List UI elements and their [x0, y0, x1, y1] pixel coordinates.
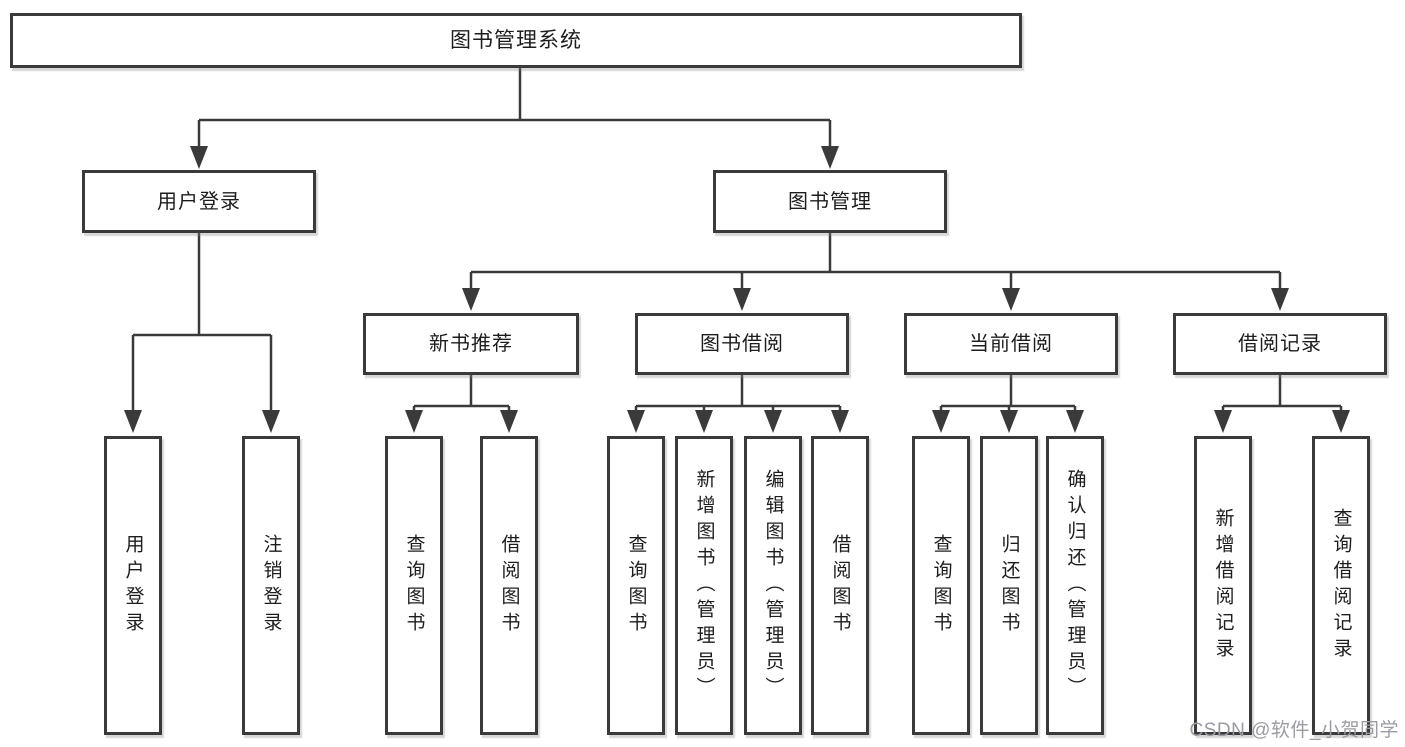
leaf-add-borrow-record: 新增借阅记录: [1194, 436, 1252, 735]
leaf-borrow-books: 借阅图书: [480, 436, 538, 735]
node-book-borrowing: 图书借阅: [635, 313, 849, 375]
node-label: 归还图书: [998, 533, 1020, 638]
node-label: 用户登录: [122, 533, 144, 638]
leaf-query-books: 查询图书: [607, 436, 665, 735]
leaf-add-book-admin: 新增图书（管理员）: [675, 436, 733, 735]
leaf-query-books: 查询图书: [385, 436, 443, 735]
node-label: 用户登录: [157, 190, 241, 213]
arrowhead-icons: [124, 146, 1350, 433]
node-label: 新增图书（管理员）: [693, 468, 715, 703]
node-label: 当前借阅: [969, 333, 1053, 355]
node-label: 新书推荐: [429, 333, 513, 355]
leaf-confirm-return-admin: 确认归还（管理员）: [1046, 436, 1104, 735]
leaf-query-books: 查询图书: [912, 436, 970, 735]
node-label: 查询图书: [403, 533, 425, 638]
leaf-edit-book-admin: 编辑图书（管理员）: [744, 436, 802, 735]
node-label: 确认归还（管理员）: [1064, 468, 1086, 703]
node-library-management-system: 图书管理系统: [10, 13, 1022, 68]
node-label: 借阅图书: [498, 533, 520, 638]
leaf-user-login: 用户登录: [104, 436, 162, 735]
node-label: 查询图书: [625, 533, 647, 638]
leaf-query-borrow-record: 查询借阅记录: [1312, 436, 1370, 735]
node-current-borrowing: 当前借阅: [904, 313, 1118, 375]
leaf-logout: 注销登录: [242, 436, 300, 735]
node-label: 查询借阅记录: [1330, 507, 1352, 664]
node-label: 借阅图书: [829, 533, 851, 638]
node-label: 查询图书: [930, 533, 952, 638]
leaf-borrow-books: 借阅图书: [811, 436, 869, 735]
node-label: 新增借阅记录: [1212, 507, 1234, 664]
node-label: 编辑图书（管理员）: [762, 468, 784, 703]
node-label: 借阅记录: [1238, 333, 1322, 355]
leaf-return-books: 归还图书: [980, 436, 1038, 735]
node-borrowing-records: 借阅记录: [1173, 313, 1387, 375]
node-label: 注销登录: [260, 533, 282, 638]
tree-edges: [131, 68, 1343, 415]
node-label: 图书借阅: [700, 333, 784, 355]
node-label: 图书管理系统: [450, 29, 582, 52]
node-user-login: 用户登录: [82, 170, 316, 233]
node-new-book-recommendation: 新书推荐: [363, 313, 579, 375]
node-label: 图书管理: [788, 190, 872, 213]
node-book-management: 图书管理: [713, 170, 947, 233]
